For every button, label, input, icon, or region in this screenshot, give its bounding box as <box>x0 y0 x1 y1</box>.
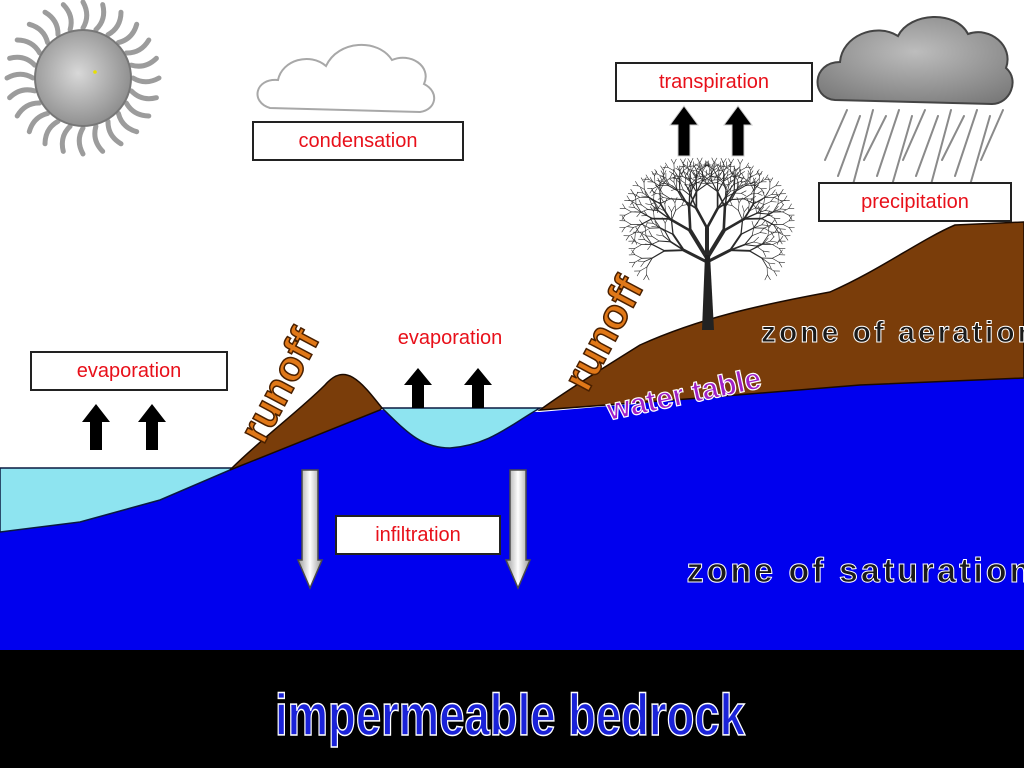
sun-icon <box>4 0 162 157</box>
tree-icon <box>619 157 795 330</box>
soil-left <box>229 373 384 471</box>
cloud-icon <box>256 44 435 114</box>
zone-of-saturation-label: zone of saturation <box>687 552 1024 590</box>
down-arrow-icon <box>296 469 532 590</box>
bedrock <box>0 650 1024 768</box>
evaporation-sea-label: evaporation <box>30 351 228 391</box>
precipitation-label: precipitation <box>818 182 1012 222</box>
condensation-label: condensation <box>252 121 464 161</box>
zone-of-aeration-label: zone of aeration <box>761 316 1024 349</box>
up-arrow-icon <box>82 105 753 450</box>
soil-right <box>537 221 1024 411</box>
infiltration-label: infiltration <box>335 515 501 555</box>
lake <box>380 407 543 449</box>
evaporation-lake-label: evaporation <box>397 326 503 349</box>
transpiration-label: transpiration <box>615 62 813 102</box>
rain-cloud-icon <box>816 16 1014 193</box>
impermeable-bedrock-label: impermeable bedrock <box>275 683 746 748</box>
